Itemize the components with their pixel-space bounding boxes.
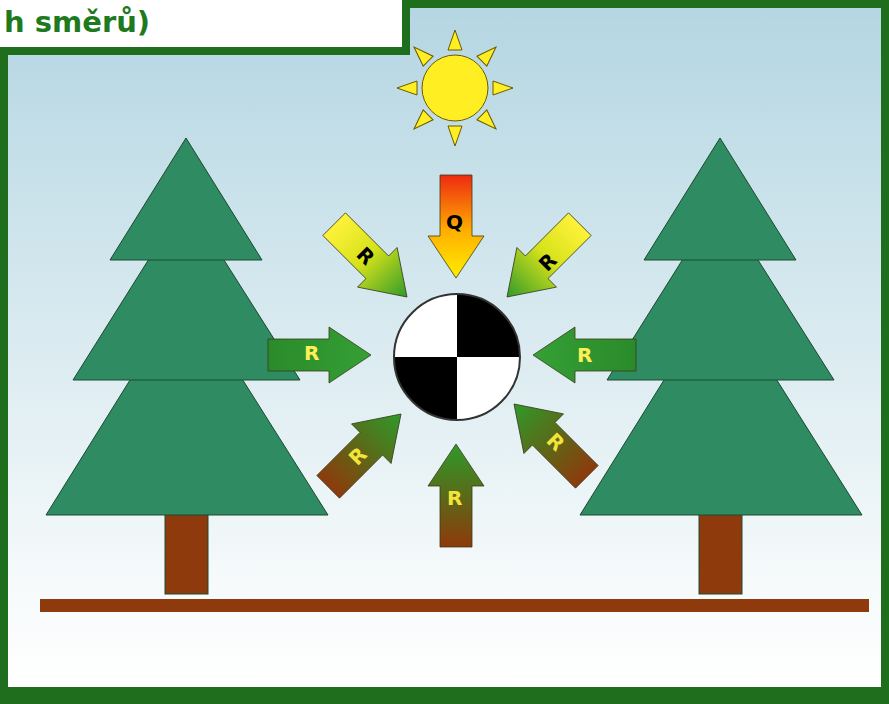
globe-thermometer (394, 294, 520, 420)
arrow-r (428, 444, 484, 547)
arrow-r (308, 394, 420, 506)
sun (397, 30, 513, 146)
arrow-r (268, 327, 371, 383)
sky (8, 8, 881, 687)
flux-label: R (447, 488, 462, 508)
flux-label: R (304, 343, 319, 363)
arrow-r (494, 384, 606, 496)
radiation-arrows (268, 175, 636, 547)
flux-label: Q (446, 212, 463, 232)
arrow-q (428, 175, 484, 278)
ground-line (40, 599, 869, 612)
flux-label: R (577, 345, 592, 365)
arrow-r (314, 204, 426, 316)
arrow-r (533, 327, 636, 383)
title-box: h směrů) (0, 0, 410, 55)
arrow-r (487, 204, 599, 316)
title: h směrů) (0, 0, 402, 47)
